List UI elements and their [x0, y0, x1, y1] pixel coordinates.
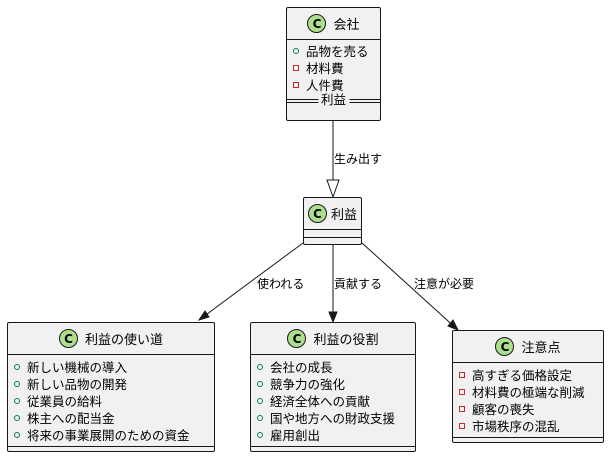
edge-label-generates: 生み出す [334, 152, 383, 166]
edge-used-arrowhead [197, 310, 210, 321]
class-roles[interactable]: C 利益の役割 会社の成長 競争力の強化 経済全体への貢献 国や地方への財政支援… [250, 322, 416, 452]
edge-caution-line [361, 242, 459, 331]
member: 株主への配当金 [14, 409, 214, 426]
class-icon: C [287, 329, 307, 348]
member-text: 人件費 [306, 78, 344, 93]
member: 将来の事業展開のための資金 [14, 426, 214, 443]
class-cautions-members: 高すぎる価格設定 材料費の極端な削減 顧客の喪失 市場秩序の混乱 [453, 363, 603, 437]
edge-generates-arrowhead [326, 179, 340, 199]
private-marker-icon [293, 81, 299, 88]
member: 雇用創出 [257, 426, 415, 443]
public-marker-icon [293, 47, 299, 54]
member: 新しい機械の導入 [14, 358, 214, 375]
member: 新しい品物の開発 [14, 375, 214, 392]
public-marker-icon [14, 363, 20, 370]
member-text: 会社の成長 [270, 360, 333, 375]
member-text: 市場秩序の混乱 [472, 419, 560, 434]
edge-caution-arrowhead [447, 319, 460, 331]
member: 従業員の給料 [14, 392, 214, 409]
separator [453, 437, 603, 438]
member: 国や地方への財政支援 [257, 409, 415, 426]
class-cautions-header: C 注意点 [453, 331, 603, 362]
member-text: 材料費の極端な削減 [472, 385, 585, 400]
public-marker-icon [257, 414, 263, 421]
separator [8, 446, 214, 447]
private-marker-icon [459, 388, 465, 395]
member-text: 高すぎる価格設定 [472, 368, 573, 383]
separator [287, 39, 380, 40]
separator [251, 354, 415, 355]
separator [304, 237, 361, 238]
class-profit-title: 利益 [330, 208, 357, 223]
member-text: 新しい機械の導入 [27, 360, 128, 375]
class-uses-members: 新しい機械の導入 新しい品物の開発 従業員の給料 株主への配当金 将来の事業展開… [8, 355, 214, 446]
class-uses[interactable]: C 利益の使い道 新しい機械の導入 新しい品物の開発 従業員の給料 株主への配当… [7, 322, 215, 452]
member-text: 顧客の喪失 [472, 402, 535, 417]
separator [453, 362, 603, 363]
public-marker-icon [14, 414, 20, 421]
member-text: 競争力の強化 [270, 377, 346, 392]
member-text: 将来の事業展開のための資金 [27, 428, 190, 443]
class-company-title: 会社 [333, 18, 360, 33]
member-text: 株主への配当金 [27, 411, 115, 426]
member: 材料費の極端な削減 [459, 383, 603, 400]
class-profit-header: C 利益 [304, 198, 361, 229]
member-text: 経済全体への貢献 [270, 394, 371, 409]
class-company[interactable]: C 会社 品物を売る 材料費 人件費 利益 [286, 7, 381, 121]
class-uses-header: C 利益の使い道 [8, 323, 214, 354]
class-profit[interactable]: C 利益 [303, 197, 362, 245]
private-marker-icon [459, 405, 465, 412]
member-text: 雇用創出 [270, 428, 321, 443]
member: 人件費 [293, 76, 380, 93]
class-icon: C [307, 14, 327, 33]
member: 顧客の喪失 [459, 400, 603, 417]
member: 高すぎる価格設定 [459, 366, 603, 383]
member: 材料費 [293, 59, 380, 76]
edge-label-contributes: 貢献する [334, 277, 383, 291]
separator [304, 229, 361, 230]
member: 会社の成長 [257, 358, 415, 375]
separator-label: 利益 [317, 93, 350, 107]
public-marker-icon [257, 397, 263, 404]
class-cautions[interactable]: C 注意点 高すぎる価格設定 材料費の極端な削減 顧客の喪失 市場秩序の混乱 [452, 330, 604, 443]
class-roles-members: 会社の成長 競争力の強化 経済全体への貢献 国や地方への財政支援 雇用創出 [251, 355, 415, 446]
class-company-members: 品物を売る 材料費 人件費 [287, 40, 380, 93]
class-uses-title: 利益の使い道 [84, 333, 163, 348]
class-roles-title: 利益の役割 [313, 333, 379, 348]
edge-label-caution: 注意が必要 [414, 277, 475, 291]
public-marker-icon [14, 380, 20, 387]
public-marker-icon [257, 431, 263, 438]
public-marker-icon [14, 431, 20, 438]
class-icon: C [307, 204, 327, 223]
member-text: 従業員の給料 [27, 394, 103, 409]
member: 品物を売る [293, 42, 380, 59]
edge-contributes-arrowhead [328, 311, 338, 324]
class-icon: C [495, 337, 515, 356]
member: 競争力の強化 [257, 375, 415, 392]
private-marker-icon [459, 422, 465, 429]
member-text: 新しい品物の開発 [27, 377, 128, 392]
edge-label-used: 使われる [257, 277, 305, 291]
private-marker-icon [293, 64, 299, 71]
class-icon: C [58, 329, 78, 348]
separator [8, 354, 214, 355]
member-text: 材料費 [306, 61, 344, 76]
member-text: 品物を売る [306, 44, 369, 59]
named-separator: 利益 [287, 93, 380, 107]
public-marker-icon [14, 397, 20, 404]
member-text: 国や地方への財政支援 [270, 411, 396, 426]
private-marker-icon [459, 371, 465, 378]
edge-used-line [198, 242, 304, 321]
class-cautions-title: 注意点 [521, 341, 561, 356]
public-marker-icon [257, 363, 263, 370]
class-company-header: C 会社 [287, 8, 380, 39]
public-marker-icon [257, 380, 263, 387]
member: 経済全体への貢献 [257, 392, 415, 409]
separator [251, 446, 415, 447]
class-roles-header: C 利益の役割 [251, 323, 415, 354]
member: 市場秩序の混乱 [459, 417, 603, 434]
